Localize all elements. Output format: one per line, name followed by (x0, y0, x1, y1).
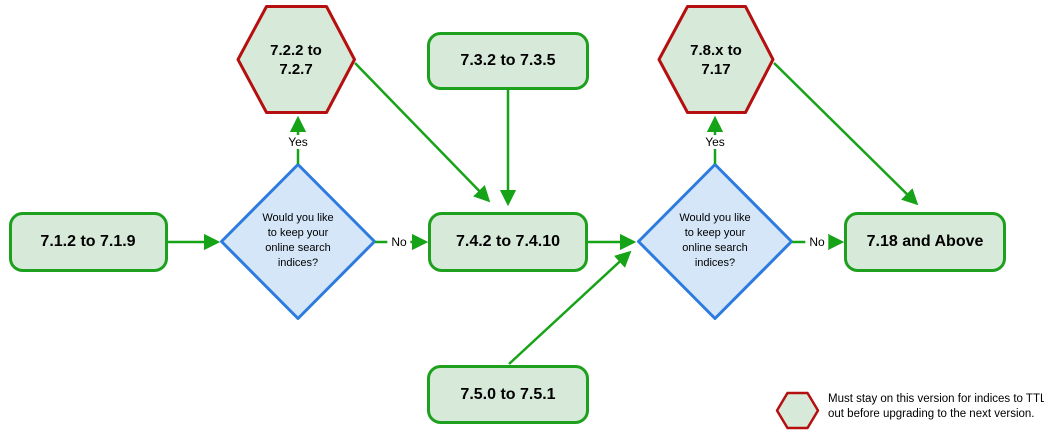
node-box-7-4-2 (428, 212, 588, 272)
node-box-7-5-0 (427, 365, 589, 424)
legend-text-line2: out before upgrading to the next version… (828, 408, 1035, 420)
edge-hex78-to-box718 (773, 62, 919, 206)
edge-hex72-to-box74 (354, 62, 491, 203)
node-decision-1 (220, 163, 376, 320)
node-box-7-3-2 (427, 32, 589, 90)
node-hexagon-7-8-x (657, 5, 775, 114)
legend-text: Must stay on this version for indices to… (828, 392, 1044, 422)
node-decision-2 (637, 163, 793, 320)
node-hexagon-7-2-2 (236, 5, 356, 114)
legend-text-line1: Must stay on this version for indices to… (828, 393, 1044, 405)
edge-box75-to-decision2 (508, 250, 632, 365)
node-box-7-18 (844, 212, 1006, 272)
node-box-7-1-2 (9, 212, 168, 272)
legend-hexagon-icon (775, 391, 820, 430)
